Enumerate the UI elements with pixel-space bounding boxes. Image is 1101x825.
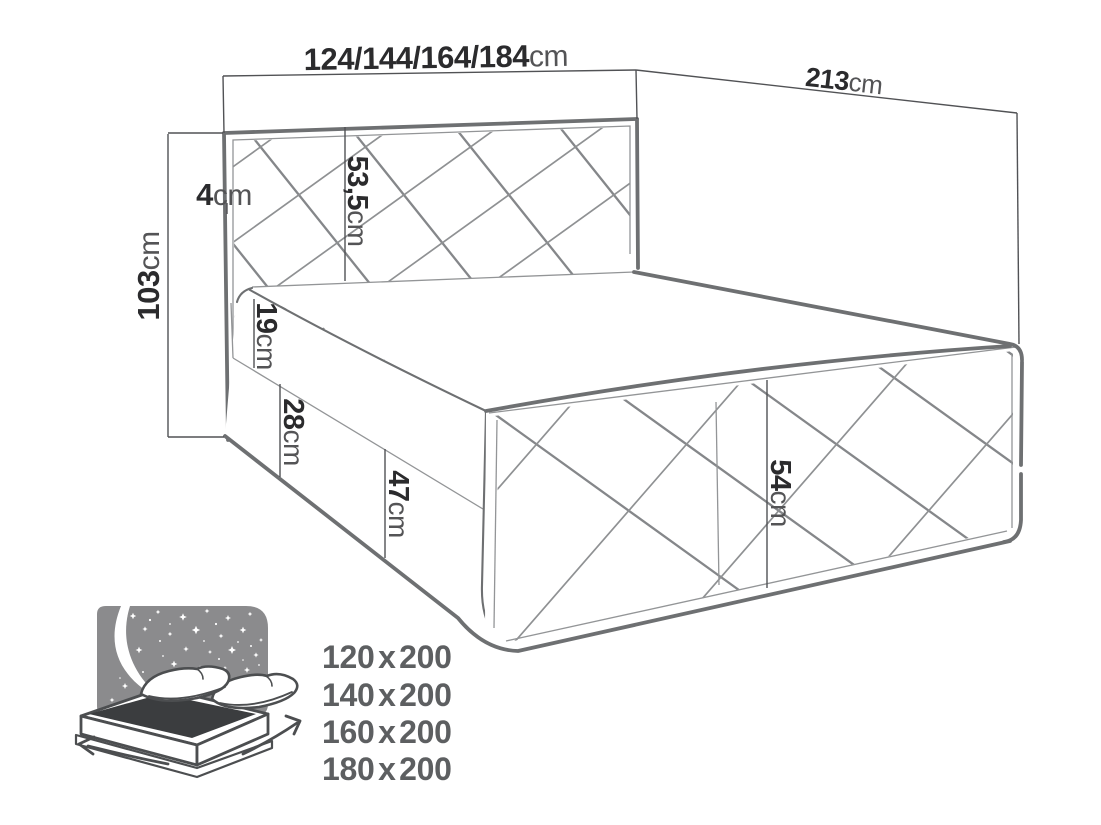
dim-unit: cm [133, 231, 166, 270]
dim-unit: cm [342, 210, 373, 246]
icon-shape [210, 672, 299, 710]
panel-face [225, 290, 518, 651]
bed-foot-panel [484, 344, 1024, 652]
icon-mattress-top [89, 694, 256, 738]
seam-line [505, 530, 1008, 642]
dim-width-label: 124/144/164/184cm [303, 38, 568, 77]
upholstery-pattern-line [494, 351, 1013, 643]
seam-line [230, 302, 234, 359]
shape [284, 714, 302, 736]
foot-panel-seam [715, 401, 720, 586]
dim-unit: cm [251, 333, 282, 369]
icon-shape [265, 675, 273, 687]
icon-shape [195, 712, 270, 767]
size-option-1: 120 x 200 [322, 639, 452, 675]
size-option-3: 160 x 200 [322, 714, 452, 750]
dim-unit: cm [213, 179, 252, 212]
dim-unit: cm [383, 501, 414, 537]
dim-total-height-label: 103cm [131, 231, 166, 320]
width-arrow [86, 744, 170, 766]
dim-unit: cm [529, 40, 569, 74]
dimension-lines [167, 69, 1020, 588]
length-arrow [241, 721, 299, 756]
size-option-4: 180 x 200 [322, 751, 452, 787]
dim-length-label: 213cm [804, 62, 884, 100]
bed-outline [635, 117, 640, 270]
bed-edge [235, 286, 254, 304]
dim-value: 213 [804, 62, 851, 97]
dim-value: 54 [764, 459, 796, 491]
dim-value: 28 [277, 398, 309, 430]
panel-face [236, 272, 1018, 411]
dim-mattress-label: 19cm [250, 302, 282, 370]
dim-value: 47 [382, 470, 414, 501]
group [494, 351, 1013, 643]
dim-value: 53,5 [341, 156, 373, 211]
moon-crescent [114, 606, 167, 703]
seam-line [493, 419, 498, 629]
dim-value: 4 [196, 177, 214, 212]
dim-unit: cm [765, 490, 796, 526]
bed-outline [1019, 360, 1024, 467]
size-arrows [77, 714, 302, 766]
dim-unit: cm [847, 67, 884, 101]
seam-line [251, 271, 635, 288]
bed-edge [248, 288, 488, 413]
dim-headboard-label: 53,5cm [341, 156, 373, 247]
size-option-2: 140 x 200 [322, 677, 452, 713]
icon-shape [219, 691, 293, 706]
bed-night-icon [74, 606, 302, 779]
bed-outline [222, 117, 639, 135]
dim-box-total-label: 47cm [382, 470, 414, 538]
upholstery-pattern-line [233, 127, 631, 424]
dim-value: 103 [131, 270, 166, 320]
dimension-line [222, 69, 638, 134]
upholstery-pattern-line [494, 351, 1013, 643]
bed-side-face [225, 286, 518, 651]
dim-box-upper-label: 28cm [277, 398, 309, 466]
seam-line [488, 346, 1017, 414]
panel-face [485, 346, 1023, 652]
bed-outline [222, 131, 230, 442]
available-sizes-list: 120 x 200 140 x 200 160 x 200 180 x 200 [322, 639, 452, 787]
dim-frame-label: 4cm [196, 177, 252, 212]
dim-side-label: 54cm [764, 459, 796, 527]
bed-bottom-edge [223, 434, 1012, 653]
shape [77, 735, 96, 756]
headboard-inner-frame [232, 125, 631, 430]
dim-length-line [635, 69, 1018, 114]
bed-drawing [222, 117, 1024, 653]
icon-bed-base [74, 733, 274, 779]
icon-shape [148, 686, 226, 700]
mattress-far-edge [632, 270, 1024, 362]
bed-outline [484, 344, 1012, 413]
icon-shape [196, 668, 204, 680]
mattress-top [236, 271, 1018, 411]
dim-height-line [167, 132, 224, 438]
dim-value: 19 [250, 302, 282, 334]
dim-unit: cm [278, 429, 309, 465]
dim-value: 124/144/164/184 [303, 39, 530, 78]
dimension-labels: 124/144/164/184cm 213cm 103cm 4cm 53,5cm… [131, 38, 884, 538]
dimension-line [1016, 112, 1020, 345]
dim-width-line [222, 69, 637, 77]
seam-line [232, 357, 484, 510]
icon-bed [74, 665, 302, 779]
icon-pillows [139, 665, 299, 710]
